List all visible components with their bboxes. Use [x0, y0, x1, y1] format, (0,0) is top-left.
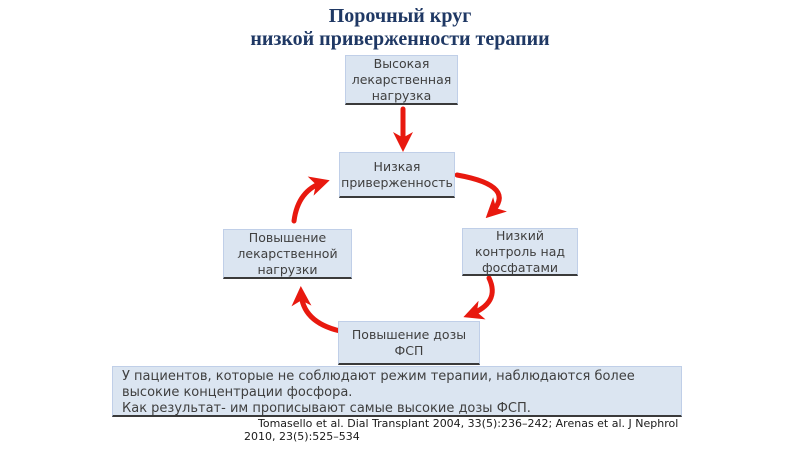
title-line-1: Порочный круг: [328, 5, 472, 27]
node-label: Низкий контроль над фосфатами: [474, 227, 566, 275]
arrow-curve-bottom-left-icon: [291, 286, 343, 334]
arrow-curve-top-right-icon: [454, 172, 508, 219]
arrow-curve-top-left-icon: [291, 176, 330, 224]
node-label: Высокая лекарственная нагрузка: [351, 55, 452, 103]
arrow-curve-bottom-right-icon: [463, 275, 495, 320]
node-label: Низкая приверженность: [341, 158, 453, 190]
node-label: Повышение лекарственной нагрузки: [237, 229, 338, 277]
node-high-drug-load: Высокая лекарственная нагрузка: [345, 55, 458, 105]
citation: Tomasello et al. Dial Transplant 2004, 3…: [244, 417, 694, 443]
node-low-adherence: Низкая приверженность: [339, 152, 455, 198]
node-drug-load-increase: Повышение лекарственной нагрузки: [223, 229, 352, 279]
node-low-phosphate-control: Низкий контроль над фосфатами: [462, 228, 578, 276]
node-label: Повышение дозы ФСП: [351, 326, 467, 358]
note-line-2: Как результат- им прописывают самые высо…: [122, 401, 531, 416]
slide-title: Порочный круг низкой приверженности тера…: [0, 5, 800, 51]
citation-line-2: 2010, 23(5):525–534: [244, 430, 360, 443]
node-psp-dose-increase: Повышение дозы ФСП: [338, 321, 480, 365]
citation-line-1: Tomasello et al. Dial Transplant 2004, 3…: [258, 417, 679, 430]
note-line-1: У пациентов, которые не соблюдают режим …: [122, 369, 635, 400]
title-line-2: низкой приверженности терапии: [250, 28, 550, 50]
note-box: У пациентов, которые не соблюдают режим …: [112, 366, 682, 417]
